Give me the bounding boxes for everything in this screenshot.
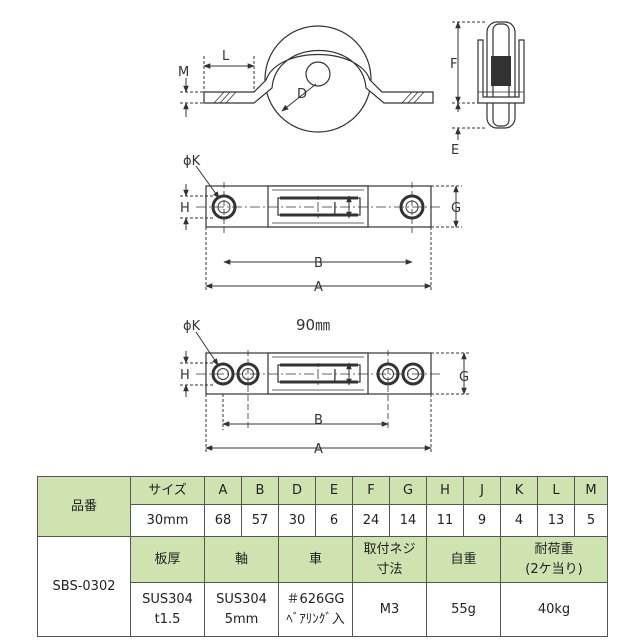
- dim-value-B: 57: [241, 504, 279, 537]
- dim-header-G: G: [389, 476, 427, 505]
- dim-header-E: E: [315, 476, 353, 505]
- dim-H-2: [180, 351, 213, 397]
- dim-value-A: 68: [204, 504, 242, 537]
- dim-A-2: [205, 394, 432, 454]
- dim-L-label: L: [222, 49, 230, 64]
- dim-K-label: ϕK: [183, 319, 201, 334]
- dim-header-F: F: [352, 476, 390, 505]
- dim-header-K: K: [500, 476, 538, 505]
- dim-header-B: B: [241, 476, 279, 505]
- dim-B-2: [222, 394, 389, 430]
- load-capacity-value: 40kg: [500, 582, 608, 637]
- dim-H-label: H: [180, 368, 190, 383]
- dim-E-label: E: [451, 143, 459, 158]
- top-view-2: [196, 350, 442, 430]
- variant-title: 90㎜: [296, 316, 330, 334]
- dim-value-K: 4: [500, 504, 538, 537]
- dim-G-2: [431, 352, 470, 395]
- wheel-top: [277, 197, 361, 216]
- dim-header-L: L: [537, 476, 575, 505]
- bracket-hatching: [213, 91, 425, 104]
- top-view-1: [196, 182, 442, 236]
- technical-drawing: D M L F E: [178, 21, 525, 457]
- dim-D-label: D: [297, 87, 307, 102]
- dim-value-L: 13: [537, 504, 575, 537]
- spec-table: 品番 サイズ A B D E F G H J K L M 30mm 68 57 …: [37, 476, 608, 637]
- axle-value: SUS304 5mm: [204, 582, 279, 637]
- product-no-header: 品番: [37, 476, 131, 537]
- dim-E: [452, 102, 487, 140]
- weight-value: 55g: [426, 582, 501, 637]
- dim-M: [180, 78, 204, 117]
- dim-header-A: A: [204, 476, 242, 505]
- axle-header: 軸: [204, 536, 279, 583]
- side-view: [477, 21, 525, 129]
- wheel-top: [277, 364, 361, 383]
- product-no-value: SBS-0302: [37, 536, 131, 637]
- dim-value-H: 11: [426, 504, 464, 537]
- dim-M-label: M: [178, 65, 189, 80]
- dim-H-label: H: [180, 201, 190, 216]
- dim-A-label: A: [314, 442, 323, 457]
- axle-hole: [305, 61, 331, 87]
- dim-G-1: [431, 185, 462, 228]
- dim-K-label: ϕK: [183, 154, 201, 169]
- front-view: [203, 25, 434, 133]
- wheel-value: ＃626GG ﾍﾞｱﾘﾝｸﾞ入: [278, 582, 353, 637]
- dim-H-1: [180, 184, 215, 230]
- dim-G-label: G: [451, 201, 461, 216]
- wheel-header: 車: [278, 536, 353, 583]
- size-header: サイズ: [130, 476, 205, 505]
- load-capacity-header: 耐荷重 (2ケ当り): [500, 536, 608, 583]
- mount-screw-value: M3: [352, 582, 427, 637]
- plate-thickness-header: 板厚: [130, 536, 205, 583]
- mount-screw-header: 取付ネジ 寸法: [352, 536, 427, 583]
- dim-L: [203, 56, 255, 92]
- dim-header-H: H: [426, 476, 464, 505]
- dim-B-label: B: [314, 413, 323, 428]
- dim-B-label: B: [314, 256, 323, 271]
- dim-A-label: A: [314, 280, 323, 295]
- size-value: 30mm: [130, 504, 205, 537]
- side-bracket: [477, 39, 525, 104]
- dim-F: [452, 21, 487, 104]
- diameter-leader: [281, 83, 317, 112]
- dim-J-label: J: [332, 368, 337, 383]
- dim-F-label: F: [450, 57, 457, 72]
- dim-value-E: 6: [315, 504, 353, 537]
- dim-value-F: 24: [352, 504, 390, 537]
- weight-header: 自重: [426, 536, 501, 583]
- dim-J-label: J: [332, 201, 337, 216]
- dim-K-2: [195, 331, 219, 366]
- dim-value-G: 14: [389, 504, 427, 537]
- dim-value-D: 30: [278, 504, 316, 537]
- dim-header-J: J: [463, 476, 501, 505]
- dim-header-D: D: [278, 476, 316, 505]
- dim-K-1: [195, 165, 220, 199]
- plate-thickness-value: SUS304 t1.5: [130, 582, 205, 637]
- dim-value-J: 9: [463, 504, 501, 537]
- dim-A-1: [205, 227, 432, 292]
- dim-header-M: M: [574, 476, 608, 505]
- dim-value-M: 5: [574, 504, 608, 537]
- dim-G-label: G: [459, 370, 469, 385]
